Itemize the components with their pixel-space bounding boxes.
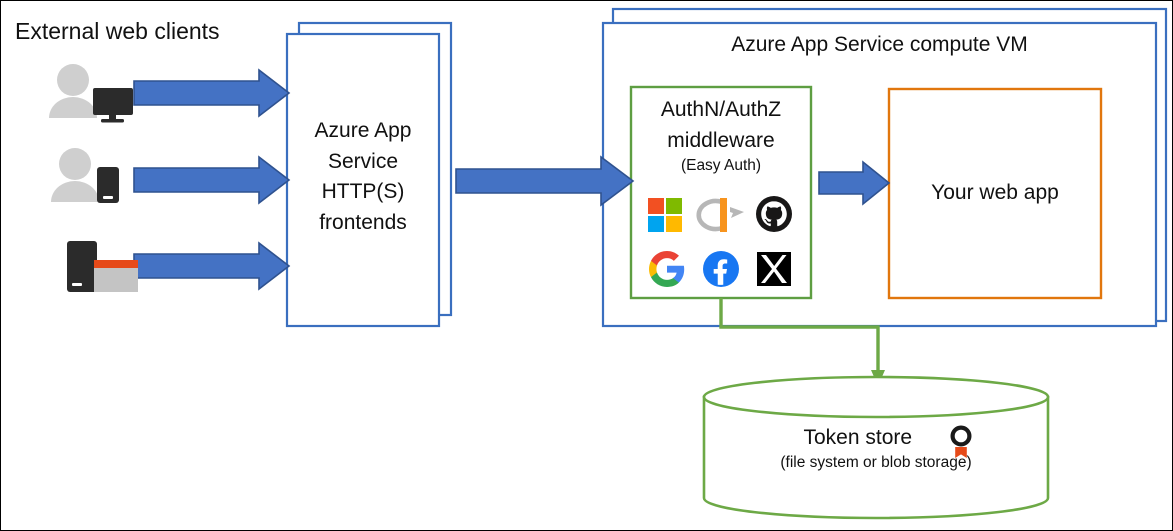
microsoft-logo-square-blue <box>648 216 664 232</box>
middleware-label: AuthN/AuthZ middleware (Easy Auth) <box>631 95 811 176</box>
token-store-sublabel: (file system or blob storage) <box>780 454 972 471</box>
frontends-line-2: Service <box>327 149 399 173</box>
middleware-line-2: middleware <box>667 128 775 152</box>
medal-badge-spacer <box>923 425 949 451</box>
arrow-frontends-to-middleware <box>455 155 635 207</box>
x-twitter-logo <box>757 252 791 286</box>
github-logo <box>756 196 792 232</box>
token-store-label: Token store (file system or blob storage… <box>704 425 1048 472</box>
user-desktop-icon <box>49 64 133 123</box>
microsoft-logo-square-green <box>666 198 682 214</box>
token-store-title: Token store <box>803 426 913 449</box>
arrow-middleware-to-webapp <box>818 160 891 206</box>
middleware-subtitle: (Easy Auth) <box>680 157 762 175</box>
microsoft-logo-square-red <box>648 198 664 214</box>
frontends-line-1: Azure App <box>314 119 412 142</box>
external-clients-label: External web clients <box>15 18 220 44</box>
user-mobile-icon <box>51 148 119 203</box>
frontends-line-3: HTTP(S) <box>321 180 405 204</box>
middleware-line-1: AuthN/AuthZ <box>660 98 782 121</box>
compute-vm-title: Azure App Service compute VM <box>731 33 1028 56</box>
arrow-client1-to-frontends <box>133 68 291 118</box>
microsoft-logo-square-yellow <box>666 216 682 232</box>
facebook-logo <box>703 251 739 287</box>
microsoft-logo <box>648 198 682 232</box>
arrow-client2-to-frontends <box>133 155 291 205</box>
connector-middleware-to-token-store <box>719 298 885 386</box>
frontends-label: Azure App Service HTTP(S) frontends <box>287 116 439 239</box>
openid-connect-logo <box>696 198 744 232</box>
arrow-client3-to-frontends <box>133 241 291 291</box>
device-kiosk-icon <box>67 241 138 292</box>
google-logo <box>649 251 685 287</box>
frontends-line-4: frontends <box>319 210 407 234</box>
web-app-label: Your web app <box>931 181 1059 204</box>
